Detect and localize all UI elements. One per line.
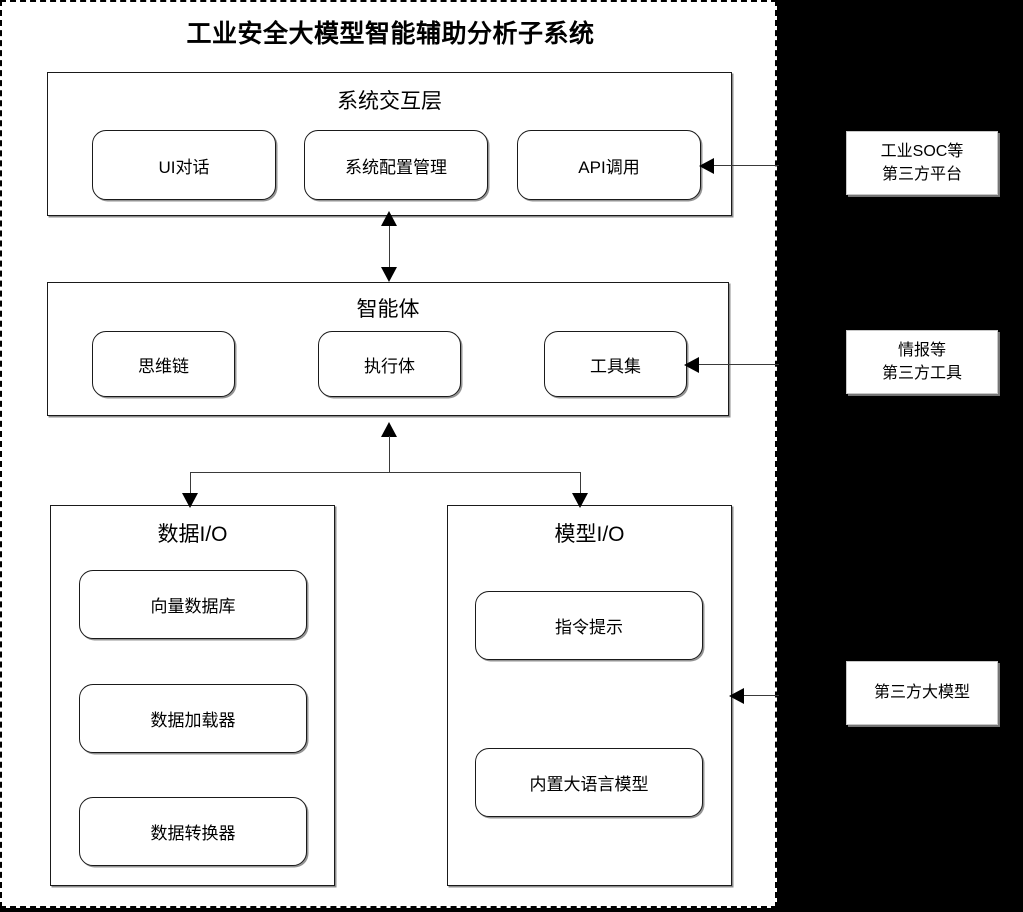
node-data-transformer-label: 数据转换器 — [150, 824, 236, 843]
layer-agent-title: 智能体 — [356, 298, 420, 321]
layer-interaction-title: 系统交互层 — [337, 90, 442, 113]
node-ui-dialog-label: UI对话 — [158, 157, 210, 177]
external-thirdparty-llm[interactable]: 第三方大模型 — [846, 661, 998, 725]
node-api-call-label: API调用 — [578, 157, 640, 177]
connector-io-agent-bus — [190, 472, 580, 473]
connector-intel-to-toolset — [687, 364, 779, 365]
connector-soc-to-api-arrow — [699, 158, 714, 174]
node-api-call[interactable]: API调用 — [517, 130, 701, 200]
node-chain-of-thought-label: 思维链 — [138, 356, 189, 376]
external-industrial-soc-line1: 工业SOC等 — [880, 142, 964, 160]
node-system-config-label: 系统配置管理 — [345, 157, 447, 177]
connector-io-agent-stem — [389, 436, 390, 472]
node-vector-db-label: 向量数据库 — [150, 597, 236, 616]
node-prompt[interactable]: 指令提示 — [475, 591, 703, 660]
node-prompt-label: 指令提示 — [555, 618, 623, 637]
layer-model-io: 模型I/O — [447, 505, 732, 886]
node-vector-db[interactable]: 向量数据库 — [79, 570, 307, 639]
node-data-loader[interactable]: 数据加载器 — [79, 684, 307, 753]
external-intel-tools-line1: 情报等 — [897, 341, 946, 359]
connector-llm-to-model-io — [732, 695, 779, 696]
external-industrial-soc[interactable]: 工业SOC等 第三方平台 — [846, 131, 998, 195]
external-thirdparty-llm-line1: 第三方大模型 — [873, 684, 970, 702]
connector-llm-to-model-io-arrow — [729, 688, 744, 704]
node-toolset[interactable]: 工具集 — [544, 331, 687, 397]
node-system-config[interactable]: 系统配置管理 — [304, 130, 488, 200]
node-data-loader-label: 数据加载器 — [150, 711, 236, 730]
connector-data-io-branch — [190, 472, 191, 497]
layer-data-io-title: 数据I/O — [157, 523, 228, 546]
connector-model-io-arrow — [572, 493, 588, 508]
external-intel-tools-line2: 第三方工具 — [881, 365, 962, 382]
external-intel-tools[interactable]: 情报等 第三方工具 — [846, 330, 998, 394]
connector-intel-to-toolset-arrow — [684, 357, 699, 373]
node-chain-of-thought[interactable]: 思维链 — [92, 331, 235, 397]
connector-io-agent-arrow-up — [381, 422, 397, 437]
node-data-transformer[interactable]: 数据转换器 — [79, 797, 307, 866]
node-builtin-llm[interactable]: 内置大语言模型 — [475, 748, 703, 817]
subsystem-boundary: 工业安全大模型智能辅助分析子系统 系统交互层 UI对话 系统配置管理 API调用… — [0, 0, 779, 908]
node-builtin-llm-label: 内置大语言模型 — [529, 775, 649, 794]
node-ui-dialog[interactable]: UI对话 — [92, 130, 276, 200]
node-executor-label: 执行体 — [364, 356, 415, 376]
node-executor[interactable]: 执行体 — [318, 331, 461, 397]
connector-soc-to-api — [702, 165, 779, 166]
connector-model-io-branch — [580, 472, 581, 497]
layer-model-io-title: 模型I/O — [554, 523, 625, 546]
page-title: 工业安全大模型智能辅助分析子系统 — [186, 20, 595, 48]
connector-interaction-agent-arrow-down — [381, 267, 397, 282]
connector-interaction-agent-arrow-up — [381, 211, 397, 226]
external-industrial-soc-line2: 第三方平台 — [881, 166, 962, 183]
node-toolset-label: 工具集 — [590, 356, 641, 376]
connector-interaction-agent — [389, 224, 390, 274]
connector-data-io-arrow — [182, 493, 198, 508]
